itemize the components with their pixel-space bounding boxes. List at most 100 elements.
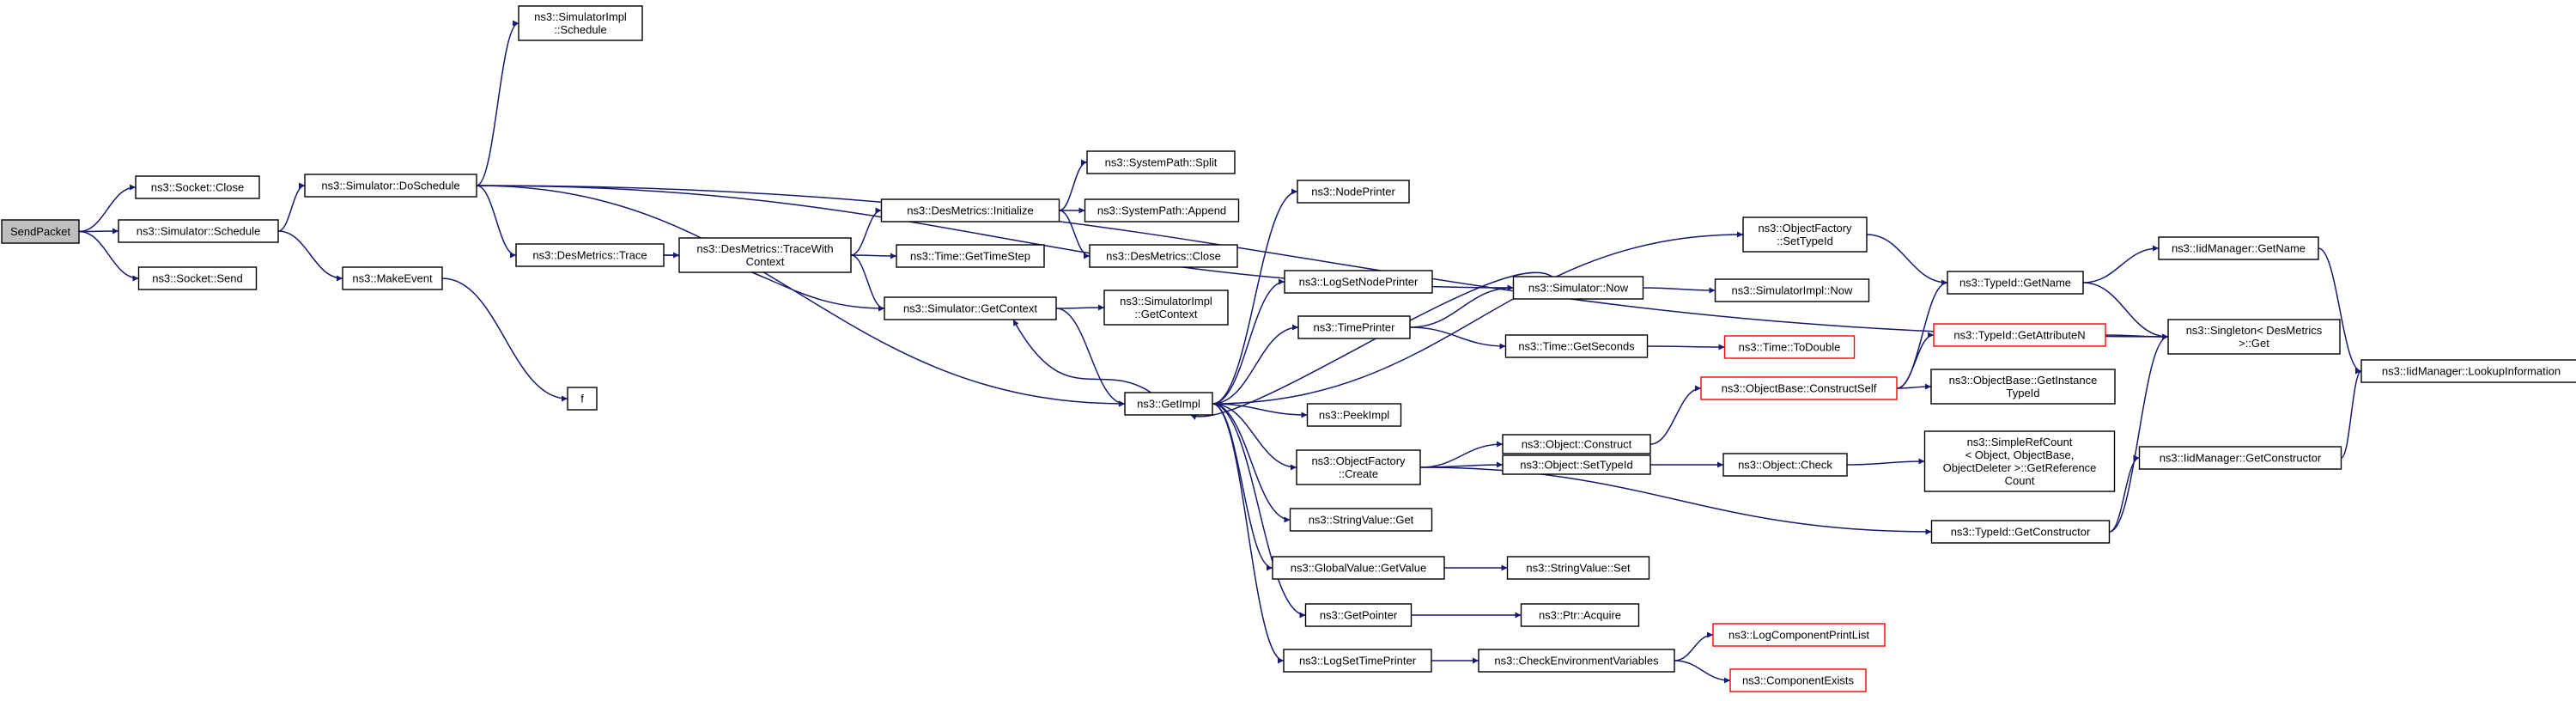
edge-simulator-getcontext-to-getimpl [1055,308,1126,407]
node-logsetnodeprinter[interactable]: ns3::LogSetNodePrinter [1284,270,1433,294]
node-simulatorimpl-getcontext[interactable]: ns3::SimulatorImpl::GetContext [1103,290,1229,326]
node-label: ns3::SystemPath::Split [1105,156,1218,169]
node-box [1089,244,1238,268]
node-make-event[interactable]: ns3::MakeEvent [342,266,443,290]
node-simulator-doschedule[interactable]: ns3::Simulator::DoSchedule [304,174,477,198]
node-simulatorimpl-schedule[interactable]: ns3::SimulatorImpl::Schedule [518,5,643,41]
node-label: ns3::Singleton< DesMetrics [2186,324,2323,337]
node-nodeprinter[interactable]: ns3::NodePrinter [1297,180,1410,204]
node-box [567,387,598,411]
edge-iidmanager-getname-to-iidmanager-lookupinformation [2318,247,2362,375]
node-box [1297,315,1411,339]
node-label: ns3::Time::ToDouble [1739,341,1841,354]
edge-getimpl-to-getpointer [1212,403,1306,619]
edge-simulator-now-to-simulatorimpl-now [1643,287,1716,294]
node-box [884,296,1057,320]
node-stringvalue-get[interactable]: ns3::StringValue::Get [1289,508,1433,532]
node-desmetrics-close[interactable]: ns3::DesMetrics::Close [1089,244,1238,268]
node-logcomponentprintlist[interactable]: ns3::LogComponentPrintList [1712,623,1886,647]
node-box [515,243,665,267]
node-objectfactory-create[interactable]: ns3::ObjectFactory::Create [1296,449,1421,485]
node-logsettimeprinter[interactable]: ns3::LogSetTimePrinter [1283,649,1432,673]
node-systempath-split[interactable]: ns3::SystemPath::Split [1086,150,1236,174]
node-label: >::Get [2239,337,2269,350]
node-label: ::SetTypeId [1777,235,1833,247]
node-checkenvironmentvariables[interactable]: ns3::CheckEnvironmentVariables [1478,649,1675,673]
node-time-gettimestep[interactable]: ns3::Time::GetTimeStep [896,244,1045,268]
node-objectbase-constructself[interactable]: ns3::ObjectBase::ConstructSelf [1700,376,1898,400]
node-desmetrics-initialize[interactable]: ns3::DesMetrics::Initialize [880,198,1060,222]
edge-getimpl-to-objectfactory-settypeid [1212,231,1744,405]
node-box [2167,319,2341,355]
node-typeid-getconstructor[interactable]: ns3::TypeId::GetConstructor [1930,520,2111,544]
node-getimpl[interactable]: ns3::GetImpl [1124,392,1213,416]
edge-make-event-to-f [441,277,568,402]
node-timeprinter[interactable]: ns3::TimePrinter [1297,315,1411,339]
node-time-getseconds[interactable]: ns3::Time::GetSeconds [1504,334,1649,358]
edge-checkenvironmentvariables-to-componentexists [1674,660,1731,684]
node-label: ns3::DesMetrics::Close [1106,250,1221,263]
node-simulator-schedule[interactable]: ns3::Simulator::Schedule [118,219,279,243]
node-box [1714,278,1870,302]
node-box [1512,276,1644,300]
node-systempath-append[interactable]: ns3::SystemPath::Append [1084,198,1240,222]
node-socket-send[interactable]: ns3::Socket::Send [137,266,258,290]
node-send-packet: SendPacket [1,219,80,244]
node-object-check[interactable]: ns3::Object::Check [1722,453,1848,477]
edge-desmetrics-initialize-to-desmetrics-close [1059,210,1091,259]
node-box [1504,334,1649,358]
node-socket-close[interactable]: ns3::Socket::Close [135,175,260,199]
node-iidmanager-lookupinformation[interactable]: ns3::IidManager::LookupInformation [2360,359,2576,383]
node-singleton-desmetrics-get[interactable]: ns3::Singleton< DesMetrics >::Get [2167,319,2341,355]
node-simulatorimpl-now[interactable]: ns3::SimulatorImpl::Now [1714,278,1870,302]
node-getpointer[interactable]: ns3::GetPointer [1304,603,1413,627]
node-box [1506,556,1650,580]
node-f[interactable]: f [567,387,598,411]
node-label: ns3::GetPointer [1320,609,1398,622]
node-box [342,266,443,290]
node-desmetrics-trace[interactable]: ns3::DesMetrics::Trace [515,243,665,267]
edge-iidmanager-getconstructor-to-iidmanager-lookupinformation [2340,368,2362,459]
node-simplerefcount-getreferencecount[interactable]: ns3::SimpleRefCount< Object, ObjectBase,… [1923,430,2116,492]
edge-typeid-getconstructor-to-iidmanager-getconstructor [2109,454,2140,533]
node-label: ::GetContext [1135,308,1198,320]
node-box [1124,392,1213,416]
node-simulator-getcontext[interactable]: ns3::Simulator::GetContext [884,296,1057,320]
node-typeid-getattributen[interactable]: ns3::TypeId::GetAttributeN [1933,323,2106,347]
node-label: f [580,393,584,405]
node-object-construct[interactable]: ns3::Object::Construct [1502,434,1651,454]
edge-desmetrics-tracewithcontext-to-simulator-getcontext [850,254,885,312]
node-label: ::Create [1339,467,1378,480]
node-globalvalue-getvalue[interactable]: ns3::GlobalValue::GetValue [1272,556,1445,580]
node-box [1930,369,2116,405]
node-box [1722,453,1848,477]
node-iidmanager-getconstructor[interactable]: ns3::IidManager::GetConstructor [2138,446,2342,470]
node-object-settypeid[interactable]: ns3::Object::SetTypeId [1502,454,1651,475]
node-box [135,175,260,199]
edge-getimpl-to-objectfactory-create [1212,403,1297,471]
node-label: ns3::Object::SetTypeId [1520,459,1633,472]
node-componentexists[interactable]: ns3::ComponentExists [1729,668,1867,692]
node-box [1933,323,2106,347]
node-box [304,174,477,198]
node-stringvalue-set[interactable]: ns3::StringValue::Set [1506,556,1650,580]
edge-typeid-getattributen-to-singleton-desmetrics-get [2105,333,2169,340]
node-objectfactory-settypeid[interactable]: ns3::ObjectFactory::SetTypeId [1742,216,1868,253]
node-box [1923,430,2116,492]
node-label: ns3::LogComponentPrintList [1728,629,1869,642]
node-peekimpl[interactable]: ns3::PeekImpl [1306,403,1402,427]
node-typeid-getname[interactable]: ns3::TypeId::GetName [1947,271,2084,295]
node-label: ns3::TypeId::GetAttributeN [1953,329,2085,342]
node-iidmanager-getname[interactable]: ns3::IidManager::GetName [2158,236,2319,260]
node-box [1930,520,2111,544]
edge-getimpl-to-timeprinter [1212,324,1299,405]
node-simulator-now[interactable]: ns3::Simulator::Now [1512,276,1644,300]
node-ptr-acquire[interactable]: ns3::Ptr::Acquire [1520,603,1640,627]
node-box [2360,359,2576,383]
edge-getimpl-to-simulator-getcontext [1012,319,1152,393]
node-label: ns3::IidManager::GetName [2172,242,2306,255]
node-time-todouble[interactable]: ns3::Time::ToDouble [1723,335,1856,359]
